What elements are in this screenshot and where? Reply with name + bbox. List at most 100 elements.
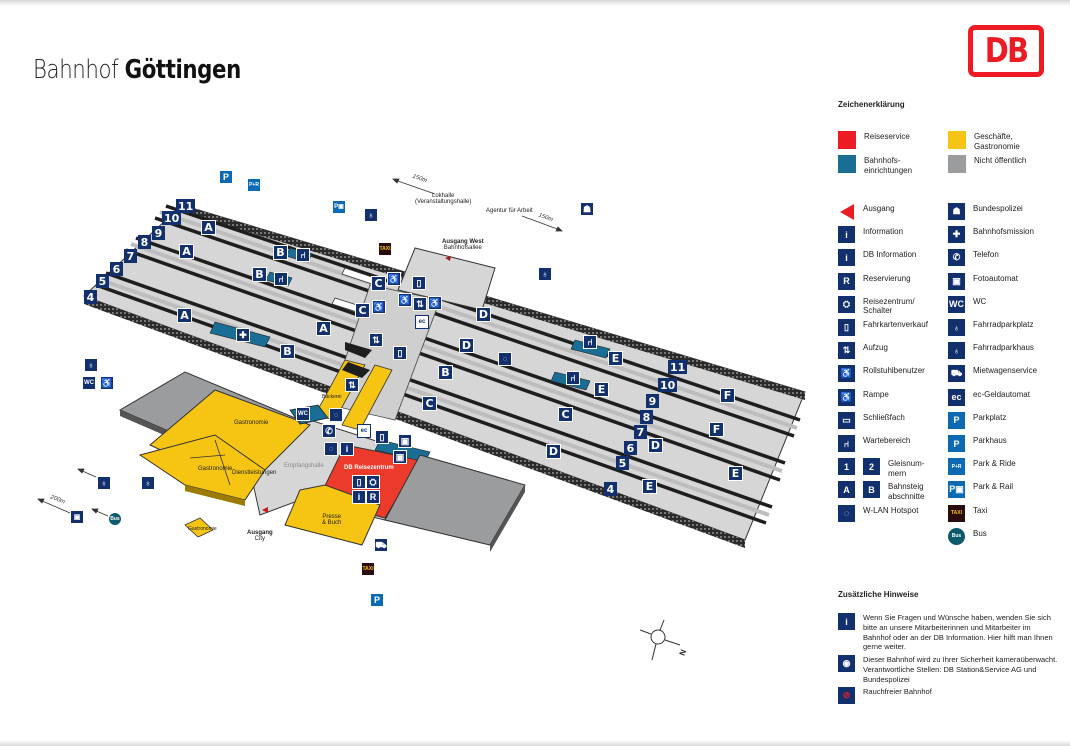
track-number-icon: 2 bbox=[863, 458, 880, 476]
car-rental-icon[interactable]: ⛟ bbox=[374, 538, 388, 552]
exit-arrow-city bbox=[262, 507, 268, 513]
swatch-nicht-oeffentlich bbox=[948, 155, 966, 173]
waiting-block-3 bbox=[570, 339, 611, 359]
telephone-icon[interactable]: ✆ bbox=[322, 424, 336, 438]
wheelchair-icon: ♿ bbox=[387, 272, 401, 286]
label-lokhalle: Lokhalle(Veranstaltungshalle) bbox=[415, 193, 472, 205]
track-10-east: 10 bbox=[658, 378, 678, 392]
camera-surveillance-icon: ◉ bbox=[838, 655, 855, 672]
section-c: C bbox=[355, 303, 370, 318]
track-4-west: 4 bbox=[84, 290, 97, 304]
wifi-icon: ◌ bbox=[324, 442, 338, 456]
parking-garage-icon[interactable]: P bbox=[219, 170, 233, 184]
ticket-machine-icon[interactable]: ▯ bbox=[393, 346, 407, 360]
legend-item-ticket-machine: ▯Fahrkartenverkauf bbox=[838, 319, 948, 336]
federal-police-icon[interactable]: ☗ bbox=[580, 202, 594, 216]
atm-icon[interactable]: ec bbox=[357, 424, 371, 438]
bus-icon: Bus bbox=[948, 527, 965, 545]
legend-item-bicycle-garage: ♁Fahrradparkhaus bbox=[948, 342, 1058, 360]
legend-item-station-mission: ✚Bahnhofsmission bbox=[948, 226, 1058, 244]
section-e: E bbox=[642, 479, 657, 494]
travel-center-icon: ⛭ bbox=[838, 295, 855, 313]
wifi-icon: ◌ bbox=[498, 352, 512, 366]
parking-garage-icon: P bbox=[948, 435, 965, 452]
atm-icon[interactable]: ec bbox=[415, 315, 429, 329]
travel-center-icon[interactable]: ⛭ bbox=[366, 475, 380, 489]
waiting-area-icon: ⑁ bbox=[296, 248, 310, 262]
reservation-icon[interactable]: R bbox=[366, 490, 380, 504]
title-station: Göttingen bbox=[124, 55, 242, 85]
photo-booth-icon[interactable]: ▣ bbox=[398, 434, 412, 448]
bus-icon[interactable]: Bus bbox=[108, 512, 122, 526]
ramp-icon: ♿ bbox=[838, 388, 855, 406]
information-icon[interactable]: i bbox=[340, 442, 354, 456]
legend-item-exit-arrow: Ausgang bbox=[838, 203, 948, 220]
wifi-icon: ◌ bbox=[838, 504, 855, 522]
section-e: E bbox=[594, 382, 609, 397]
note-camera-surveillance: ◉ Dieser Bahnhof wird zu Ihrer Sicherhei… bbox=[838, 655, 1058, 684]
track-9-west: 9 bbox=[152, 226, 165, 240]
taxi-icon[interactable]: TAXI bbox=[378, 242, 392, 256]
long-distance-bus-icon[interactable]: ▣ bbox=[70, 510, 84, 524]
parking-icon: P bbox=[948, 411, 965, 429]
legend-item-telephone: ✆Telefon bbox=[948, 249, 1058, 267]
bicycle-parking-icon[interactable]: ♁ bbox=[364, 208, 378, 222]
legend-title: Zeichenerklärung bbox=[838, 100, 905, 109]
bicycle-parking-icon[interactable]: ♁ bbox=[141, 476, 155, 490]
legend-item-locker: ▭Schließfach bbox=[838, 411, 948, 429]
waiting-area-icon: ⑁ bbox=[274, 272, 288, 286]
taxi-icon[interactable]: TAXI bbox=[361, 562, 375, 576]
wheelchair-icon: ♿ bbox=[838, 365, 855, 383]
park-and-rail-icon[interactable]: P▣ bbox=[332, 200, 346, 214]
track-11-west: 11 bbox=[176, 199, 196, 213]
bicycle-parking-icon[interactable]: ♁ bbox=[84, 358, 98, 372]
legend-item-waiting-area: ⑁Wartebereich bbox=[838, 435, 948, 452]
swatch-bahnhofseinrichtungen bbox=[838, 155, 856, 173]
track-8-west: 8 bbox=[138, 235, 151, 249]
swatch-geschaefte bbox=[948, 131, 966, 149]
wc-icon[interactable]: WC bbox=[82, 376, 96, 390]
legend-item-ramp: ♿Rampe bbox=[838, 388, 948, 406]
station-mission-icon: ✚ bbox=[948, 226, 965, 244]
elevator-icon[interactable]: ⇅ bbox=[413, 297, 427, 311]
station-mission-icon[interactable]: ✚ bbox=[236, 328, 250, 342]
track-5-east: 5 bbox=[616, 456, 629, 470]
park-and-ride-icon[interactable]: P+R bbox=[247, 178, 261, 192]
label-dienstleistungen: Dienstleistungen bbox=[232, 470, 277, 476]
park-and-rail-icon: P▣ bbox=[948, 481, 965, 499]
legend-item-elevator: ⇅Aufzug bbox=[838, 342, 948, 360]
ticket-machine-icon[interactable]: ▯ bbox=[375, 430, 389, 444]
information-icon: i bbox=[838, 613, 855, 630]
elevator-icon[interactable]: ⇅ bbox=[369, 333, 383, 347]
photo-booth-icon[interactable]: ▣ bbox=[393, 450, 407, 464]
elevator-icon: ⇅ bbox=[838, 342, 855, 360]
wc-icon[interactable]: WC bbox=[296, 407, 310, 421]
elevator-icon[interactable]: ⇅ bbox=[345, 378, 359, 392]
label-gastronomie-3: Gastronomie bbox=[188, 526, 217, 532]
bicycle-parking-icon[interactable]: ♁ bbox=[97, 476, 111, 490]
bicycle-parking-icon[interactable]: ♁ bbox=[538, 267, 552, 281]
track-7-east: 7 bbox=[634, 425, 647, 439]
track-6-east: 6 bbox=[624, 441, 637, 455]
db-logo: DB bbox=[968, 25, 1044, 77]
notes-title: Zusätzliche Hinweise bbox=[838, 590, 919, 599]
platform-section-icon: B bbox=[863, 481, 880, 499]
locker-icon: ▭ bbox=[838, 411, 855, 429]
top-shadow bbox=[0, 0, 1070, 6]
parking-icon[interactable]: P bbox=[370, 593, 384, 607]
bicycle-parking-icon: ♁ bbox=[948, 319, 965, 336]
db-information-icon[interactable]: i bbox=[352, 490, 366, 504]
compass bbox=[639, 619, 681, 661]
ticket-machine-icon[interactable]: ▯ bbox=[352, 475, 366, 489]
car-rental-icon: ⛟ bbox=[948, 365, 965, 383]
ticket-machine-icon[interactable]: ▯ bbox=[412, 276, 426, 290]
